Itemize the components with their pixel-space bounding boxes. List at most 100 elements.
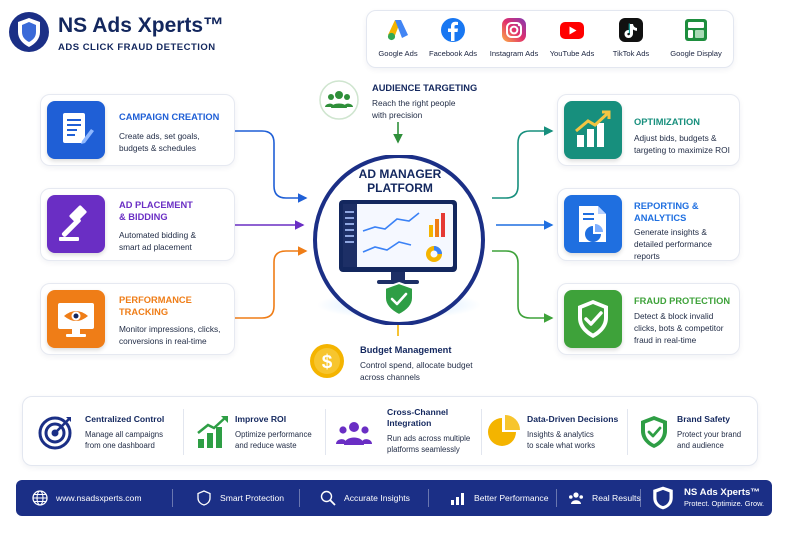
facebook-icon [441, 18, 465, 42]
platform-instagram-ads[interactable]: Instagram Ads [483, 17, 545, 58]
footer-real-results: Real Results [568, 480, 641, 516]
card-description: Create ads, set goals,budgets & schedule… [119, 131, 200, 153]
footer-website-link[interactable]: www.nsadsxperts.com [32, 480, 142, 516]
footer-better-performance: Better Performance [450, 480, 549, 516]
brand-tagline: ADS CLICK FRAUD DETECTION [58, 42, 216, 53]
shield-icon [197, 490, 211, 506]
platform-label: Google Display [670, 49, 722, 58]
target-icon [38, 416, 72, 450]
report-document-icon [579, 206, 606, 242]
footer-brand: NS Ads Xperts™ Protect. Optimize. Grow. [650, 480, 764, 516]
eye-monitor-icon [58, 303, 94, 337]
footer-label: Smart Protection [220, 493, 284, 503]
ad-manager-hub [313, 155, 485, 325]
benefit-centralized-control: Centralized Control Manage all campaigns… [37, 397, 177, 467]
footer-divider [172, 489, 173, 507]
benefit-title: Brand Safety [677, 414, 731, 424]
divider [481, 409, 482, 455]
platform-google-ads[interactable]: Google Ads [367, 17, 429, 58]
card-description: Automated bidding &smart ad placement [119, 230, 197, 252]
platform-facebook-ads[interactable]: Facebook Ads [422, 17, 484, 58]
arrow-performance-tracking [235, 246, 308, 319]
footer-divider [556, 489, 557, 507]
campaign-icon-box [47, 101, 105, 159]
google-display-icon [685, 19, 707, 41]
footer-brand-name: NS Ads Xperts™ [684, 487, 760, 498]
footer-label: Better Performance [474, 493, 549, 503]
google-ads-icon [387, 20, 408, 41]
card-optimization[interactable]: OPTIMIZATION Adjust bids, budgets &targe… [557, 94, 740, 166]
gavel-icon [59, 205, 87, 241]
youtube-icon [560, 22, 584, 39]
arrow-optimization [492, 126, 554, 199]
benefit-title: Centralized Control [85, 414, 165, 424]
card-campaign-creation[interactable]: CAMPAIGN CREATION Create ads, set goals,… [40, 94, 235, 166]
shield-check-icon [578, 300, 608, 338]
roi-chart-icon [197, 416, 228, 448]
footer-brand-tagline: Protect. Optimize. Grow. [684, 499, 765, 508]
bar-chart-icon [451, 493, 464, 505]
reporting-icon-box [564, 195, 622, 253]
arrow-fraud-protection [492, 250, 554, 323]
benefit-data-driven: Data-Driven Decisions Insights & analyti… [485, 397, 635, 467]
platform-google-display[interactable]: Google Display [665, 17, 727, 58]
footer-smart-protection: Smart Protection [196, 480, 284, 516]
benefit-title: Improve ROI [235, 414, 287, 424]
team-icon [336, 422, 372, 445]
brand-shield-icon [641, 416, 667, 448]
ad-platforms-panel: Google Ads Facebook Ads Instagram Ads [366, 10, 734, 68]
fraud-icon-box [564, 290, 622, 348]
card-ad-placement-bidding[interactable]: AD PLACEMENT& BIDDING Automated bidding … [40, 188, 235, 261]
footer-divider [640, 489, 641, 507]
pie-chart-icon [488, 415, 520, 446]
card-title: AD PLACEMENT& BIDDING [119, 200, 193, 222]
platform-label: Google Ads [378, 49, 418, 58]
divider [627, 409, 628, 455]
dollar-coin-icon: $ [310, 344, 344, 378]
platform-label: TikTok Ads [612, 49, 650, 58]
footer-label: Accurate Insights [344, 493, 410, 503]
footer-bar: www.nsadsxperts.com Smart Protection Acc… [16, 480, 772, 516]
footer-accurate-insights: Accurate Insights [320, 480, 410, 516]
audience-targeting-title: AUDIENCE TARGETING [372, 83, 478, 93]
footer-brand-text: NS Ads Xperts™ Protect. Optimize. Grow. [684, 487, 764, 509]
magnifier-icon [320, 490, 336, 506]
instagram-icon [502, 18, 526, 42]
platform-label: Facebook Ads [428, 49, 478, 58]
tracking-icon-box [47, 290, 105, 348]
tiktok-icon [619, 18, 643, 42]
platform-label: YouTube Ads [549, 49, 595, 58]
audience-icon [319, 80, 359, 120]
card-title: CAMPAIGN CREATION [119, 112, 220, 122]
benefit-title: Data-Driven Decisions [527, 414, 619, 424]
globe-icon [32, 490, 48, 506]
platform-youtube-ads[interactable]: YouTube Ads [541, 17, 603, 58]
arrow-campaign-creation [235, 130, 308, 203]
card-description: Monitor impressions, clicks,conversions … [119, 324, 221, 346]
footer-label: Real Results [592, 493, 641, 503]
card-reporting-analytics[interactable]: REPORTING &ANALYTICS Generate insights &… [557, 188, 740, 261]
shield-logo-icon [9, 12, 49, 52]
brand-logo: NS Ads Xperts™ ADS CLICK FRAUD DETECTION [8, 10, 248, 56]
divider [325, 409, 326, 455]
document-edit-icon [63, 113, 94, 144]
shield-logo-icon [653, 486, 673, 510]
platform-tiktok-ads[interactable]: TikTok Ads [600, 17, 662, 58]
growth-chart-icon [575, 110, 611, 147]
